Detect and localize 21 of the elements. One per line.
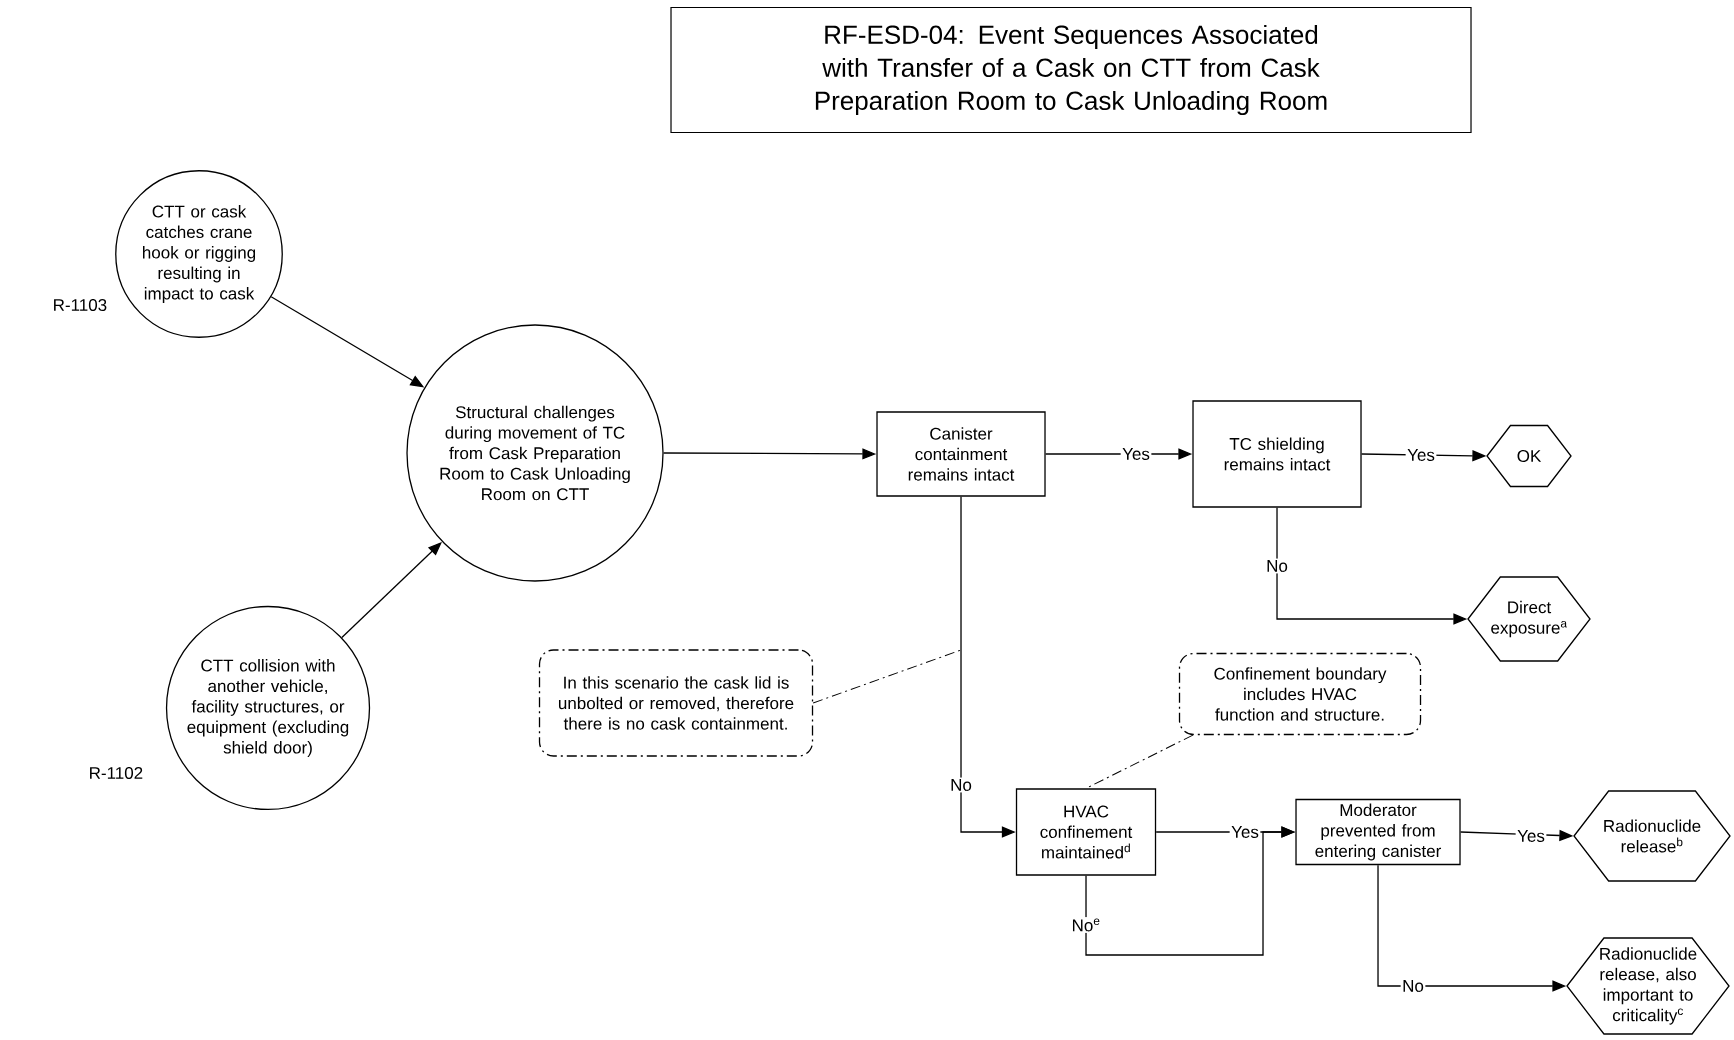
end-state-hexagon: OK (1486, 424, 1572, 488)
edge-label: No (948, 777, 974, 793)
process-box: TC shielding remains intact (1192, 400, 1362, 508)
note-callout: In this scenario the cask lid is unbolted or removed, therefore there is no cask containment. (538, 649, 814, 757)
edge-label: Yes (1405, 447, 1437, 463)
reference-label: R-1102 (90, 767, 143, 779)
edge-label: No$^{e}$ (1070, 917, 1102, 933)
edge-label: Yes (1515, 828, 1547, 844)
edge-label: No (1400, 978, 1426, 994)
edge-label: Yes (1120, 446, 1152, 462)
edge-label: Yes (1229, 824, 1261, 840)
process-box: Moderator prevented from entering canister (1295, 798, 1461, 866)
process-box: Canister containment remains intact (876, 411, 1046, 497)
note-callout: Confinement boundary includes HVAC function and structure. (1178, 652, 1422, 736)
end-state-hexagon: Radionuclide release, also important to criticality$^{c}$ (1566, 937, 1730, 1035)
end-state-hexagon: Radionuclide release$^{b}$ (1573, 790, 1731, 882)
end-state-hexagon: Direct exposure$^{a}$ (1467, 576, 1591, 662)
edge-label: No (1264, 558, 1290, 574)
leader-line (812, 649, 962, 704)
title-box: RF-ESD-04: Event Sequences Associated with Transfer of a Cask on CTT from Cask Preparation Room to Cask Unloading Room (670, 6, 1472, 134)
process-box: HVAC confinement maintained$^{d}$ (1015, 788, 1157, 876)
